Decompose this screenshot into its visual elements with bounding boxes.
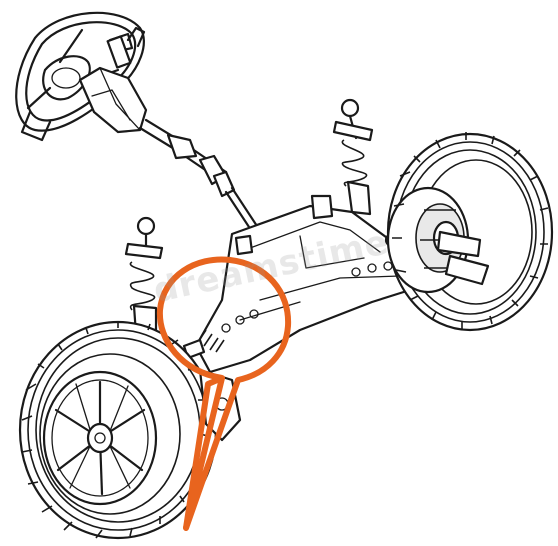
- left-strut: [124, 216, 164, 338]
- right-wheel: [386, 132, 554, 332]
- front-left-wheel: [18, 320, 218, 540]
- steering-wheel: [15, 11, 145, 142]
- right-strut: [332, 98, 374, 216]
- highlight-callout: [156, 256, 292, 531]
- right-axle: [436, 230, 490, 286]
